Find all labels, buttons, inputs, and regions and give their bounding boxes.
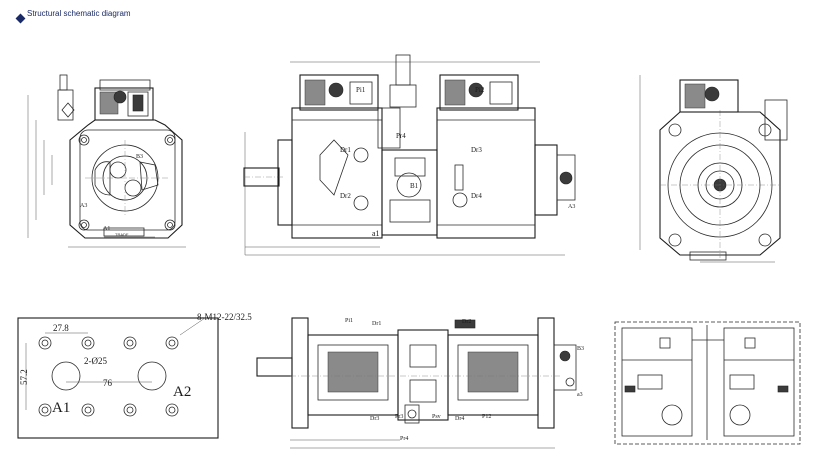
front-view-drawing: TRADE B3 A3 A1: [27, 74, 186, 248]
hydraulic-schematic: [614, 321, 801, 445]
label-top-dr2: Dr2: [462, 319, 471, 325]
label-top-a3: a3: [577, 392, 583, 398]
label-top-psv: Psv: [432, 414, 441, 420]
label-a2-port: A2: [173, 384, 191, 400]
label-top-pr3: Pr3: [395, 414, 403, 420]
flange-view-drawing: 27.8 8-M12-22/32.5 2-Ø25 57.2 76 A1 A2: [17, 312, 252, 439]
label-pi2: Pi2: [475, 86, 485, 94]
label-dr1: Dr1: [340, 146, 351, 154]
label-top-p12: P12: [482, 414, 491, 420]
rear-view-drawing: [639, 75, 788, 263]
diamond-bullet-icon: [15, 13, 26, 24]
label-dim-57-2: 57.2: [19, 369, 29, 385]
svg-text:TRADE: TRADE: [115, 232, 129, 237]
top-view-drawing: Pi1 Dr1 Dr2 B3 a3 Pr3 Pr4 Psv Dr3 Dr4 P1…: [256, 317, 584, 449]
label-dim-27-8: 27.8: [53, 323, 69, 333]
label-a3-side: A3: [568, 204, 575, 210]
label-b1: B1: [410, 182, 419, 190]
label-a1-lower: a1: [372, 229, 380, 238]
label-b3: B3: [136, 154, 143, 160]
label-pr4: Pr4: [396, 132, 406, 140]
label-bolts: 8-M12-22/32.5: [197, 312, 252, 322]
label-top-pr4: Pr4: [400, 436, 408, 442]
label-pi1: Pi1: [356, 86, 366, 94]
label-a3: A3: [80, 203, 87, 209]
label-top-dr3: Dr3: [370, 416, 379, 422]
side-view-drawing: Pi1 Pi2 Pr4 Dr1 Dr2 Dr3 Dr4 B1 a1 A3: [243, 54, 576, 256]
label-top-dr1: Dr1: [372, 321, 381, 327]
label-dr4: Dr4: [471, 192, 482, 200]
label-a1: A1: [103, 226, 110, 232]
label-dr2: Dr2: [340, 192, 351, 200]
label-top-b3: B3: [577, 346, 584, 352]
page-title: Structural schematic diagram: [27, 9, 131, 18]
label-dim-76: 76: [103, 378, 113, 388]
label-top-dr4: Dr4: [455, 416, 464, 422]
header: Structural schematic diagram: [15, 9, 131, 24]
label-ports: 2-Ø25: [84, 356, 107, 366]
label-dr3: Dr3: [471, 146, 482, 154]
label-top-pi1: Pi1: [345, 318, 353, 324]
label-a1-port: A1: [52, 400, 70, 416]
